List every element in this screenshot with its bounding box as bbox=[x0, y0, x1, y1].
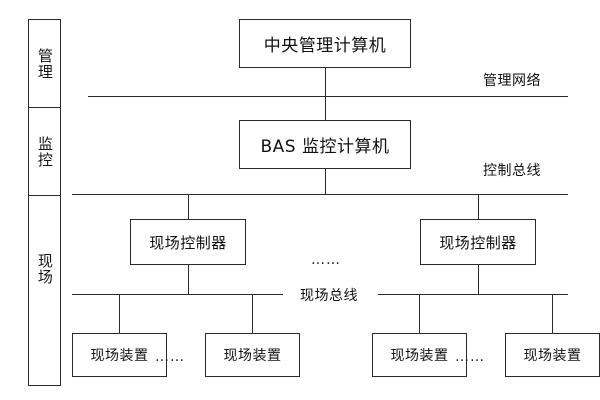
node-bas-monitoring-computer[interactable]: BAS 监控计算机 bbox=[239, 120, 411, 169]
node-field-device-3-label: 现场装置 bbox=[390, 348, 449, 364]
bus-line-control-bus bbox=[72, 194, 568, 195]
bus-line-field-bus-left bbox=[72, 294, 283, 295]
node-bas-monitoring-computer-label: BAS 监控计算机 bbox=[260, 137, 390, 157]
layer-rail-field-label: 现场 bbox=[35, 252, 54, 285]
layer-rail-management-label: 管理 bbox=[35, 47, 54, 80]
connector-field-bus-to-device-3 bbox=[419, 294, 420, 333]
node-field-device-2-label: 现场装置 bbox=[223, 348, 282, 364]
bus-line-field-bus-right bbox=[378, 294, 568, 295]
connector-field-bus-to-device-2 bbox=[252, 294, 253, 333]
ellipsis-devices-left: …… bbox=[155, 349, 185, 365]
layer-rail-monitoring: 监控 bbox=[28, 107, 61, 196]
bus-label-management-network: 管理网络 bbox=[483, 73, 541, 89]
connector-field-bus-to-device-1 bbox=[119, 294, 120, 333]
layer-rail-management: 管理 bbox=[28, 19, 61, 108]
node-central-management-computer[interactable]: 中央管理计算机 bbox=[239, 19, 411, 68]
node-field-controller-left[interactable]: 现场控制器 bbox=[130, 219, 246, 265]
connector-control-bus-to-controller-left bbox=[188, 194, 189, 219]
node-field-controller-right[interactable]: 现场控制器 bbox=[420, 219, 536, 265]
node-field-device-1-label: 现场装置 bbox=[90, 348, 149, 364]
ellipsis-devices-right: …… bbox=[455, 349, 485, 365]
node-field-controller-left-label: 现场控制器 bbox=[149, 233, 227, 252]
layer-rail-field: 现场 bbox=[28, 195, 61, 386]
bus-label-field-bus: 现场总线 bbox=[294, 285, 364, 305]
connector-control-bus-to-controller-right bbox=[478, 194, 479, 219]
connector-controller-left-to-field-bus bbox=[188, 265, 189, 294]
node-field-controller-right-label: 现场控制器 bbox=[439, 233, 517, 252]
ellipsis-controllers: …… bbox=[311, 252, 341, 268]
bus-label-control-bus: 控制总线 bbox=[483, 163, 541, 179]
layer-rail-monitoring-label: 监控 bbox=[35, 135, 54, 168]
connector-field-bus-to-device-4 bbox=[552, 294, 553, 333]
connector-management-bus-to-bas bbox=[325, 96, 326, 120]
connector-bas-to-control-bus bbox=[325, 169, 326, 194]
node-field-device-3[interactable]: 现场装置 bbox=[372, 333, 467, 377]
node-field-device-1[interactable]: 现场装置 bbox=[72, 333, 167, 377]
node-field-device-2[interactable]: 现场装置 bbox=[205, 333, 300, 377]
node-field-device-4[interactable]: 现场装置 bbox=[505, 333, 600, 377]
connector-controller-right-to-field-bus bbox=[478, 265, 479, 294]
node-field-device-4-label: 现场装置 bbox=[523, 348, 582, 364]
connector-central-to-management-bus bbox=[325, 68, 326, 96]
bus-line-management-network bbox=[88, 96, 568, 97]
node-central-management-computer-label: 中央管理计算机 bbox=[263, 36, 387, 56]
